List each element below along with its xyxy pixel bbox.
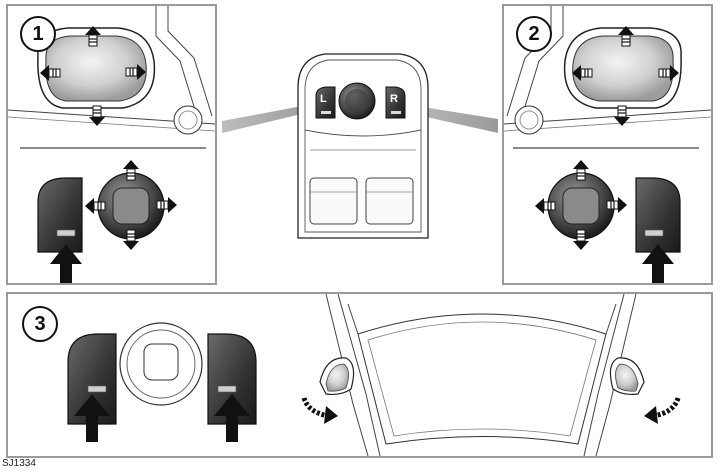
right-mirror-adjustment-illustration <box>504 6 711 283</box>
step-2-panel: 2 <box>502 4 713 285</box>
step-number-2: 2 <box>516 16 552 52</box>
step-number-1: 1 <box>20 16 56 52</box>
left-mirror-button-label: L <box>320 93 327 105</box>
step-number-3: 3 <box>22 306 58 342</box>
figure-code: SJ1334 <box>2 458 36 469</box>
step-3-panel: 3 <box>6 292 713 458</box>
left-mirror-adjustment-illustration <box>8 6 215 283</box>
right-mirror-button-label: R <box>390 93 398 105</box>
left-leader-beam <box>222 103 318 133</box>
step-1-panel: 1 <box>6 4 217 285</box>
mirror-fold-illustration <box>67 294 681 456</box>
